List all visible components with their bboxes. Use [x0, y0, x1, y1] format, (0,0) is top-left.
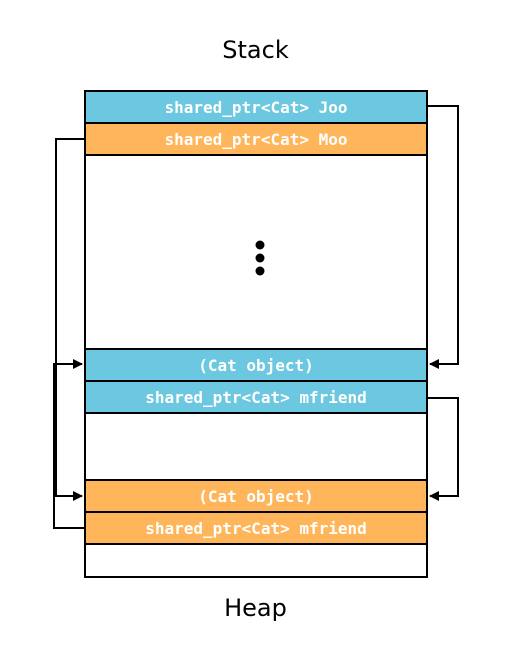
arrow-joo-to-cat1 — [428, 105, 459, 369]
stack-label: Stack — [222, 36, 289, 64]
moo-pointer-cell: shared_ptr<Cat> Moo — [84, 122, 428, 156]
arrow-moo-to-cat2 — [55, 138, 84, 501]
joo-pointer-cell: shared_ptr<Cat> Joo — [84, 90, 428, 124]
mfriend-1-cell: shared_ptr<Cat> mfriend — [84, 380, 428, 414]
arrow-mfriend1-to-cat2 — [428, 397, 459, 501]
arrow-mfriend2-to-cat1 — [53, 359, 84, 529]
mfriend-2-cell: shared_ptr<Cat> mfriend — [84, 511, 428, 545]
heap-label: Heap — [224, 594, 287, 622]
cat-object-1-cell: (Cat object) — [84, 348, 428, 382]
